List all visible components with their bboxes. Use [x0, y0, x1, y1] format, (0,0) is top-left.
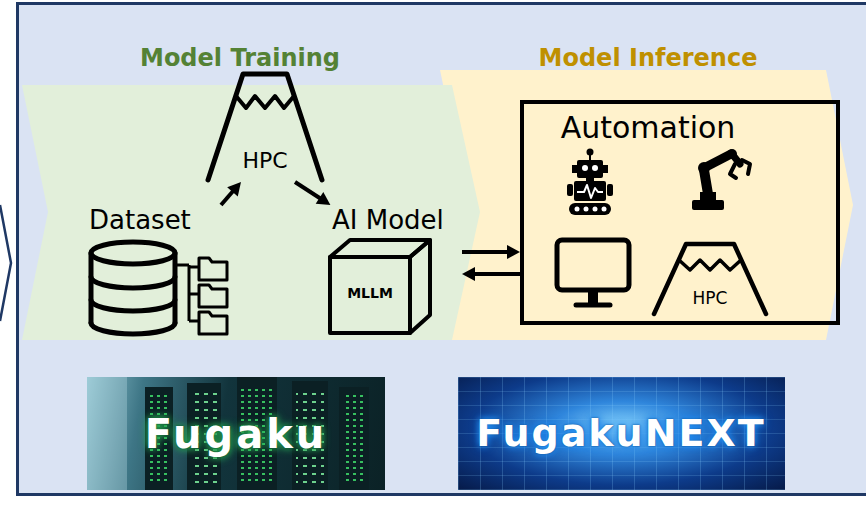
inference-chevron: [440, 70, 853, 340]
cube-label: MLLM: [347, 285, 393, 302]
dataset-label: Dataset: [89, 205, 191, 236]
box-title: Automation: [561, 110, 736, 146]
stage-heading: Model Training: [140, 44, 340, 73]
stage-band: Model TrainingHPC Dataset AI ModelMLLM: [20, 38, 485, 342]
arrow-head: [316, 192, 331, 205]
arrow-shaft: [221, 190, 234, 205]
tile-title: Fugaku: [145, 410, 328, 458]
arrow-head: [507, 245, 520, 259]
training-chevron: [22, 85, 480, 340]
arrow-head: [462, 267, 475, 281]
prev-chevron: [0, 205, 11, 321]
flow-arrow: [462, 267, 520, 281]
arrow-shaft: [473, 272, 520, 276]
arrow-shaft: [295, 182, 321, 199]
tile-title: FugakuNEXT: [476, 411, 765, 457]
image-tile: Fugaku: [87, 377, 385, 490]
hpc-mountain: HPC: [205, 68, 325, 182]
flow-arrow: [462, 245, 520, 259]
model-cube: AI ModelMLLM: [322, 205, 462, 338]
automation-box: AutomationHPC: [520, 100, 840, 325]
stage-heading: Model Inference: [539, 44, 758, 73]
hpc-mountain: HPC: [650, 238, 770, 316]
flow-arrow: [221, 182, 241, 205]
model-label: AI Model: [332, 205, 444, 236]
arrow-shaft: [462, 250, 509, 254]
flow-arrow: [295, 182, 330, 205]
dataset-store: Dataset: [85, 205, 245, 338]
hpc-label: HPC: [242, 148, 287, 174]
image-tile: FugakuNEXT: [458, 377, 785, 490]
stage-band: Model InferenceAutomationHPC: [433, 38, 858, 342]
arrow-head: [227, 182, 241, 196]
hpc-label: HPC: [693, 288, 728, 308]
